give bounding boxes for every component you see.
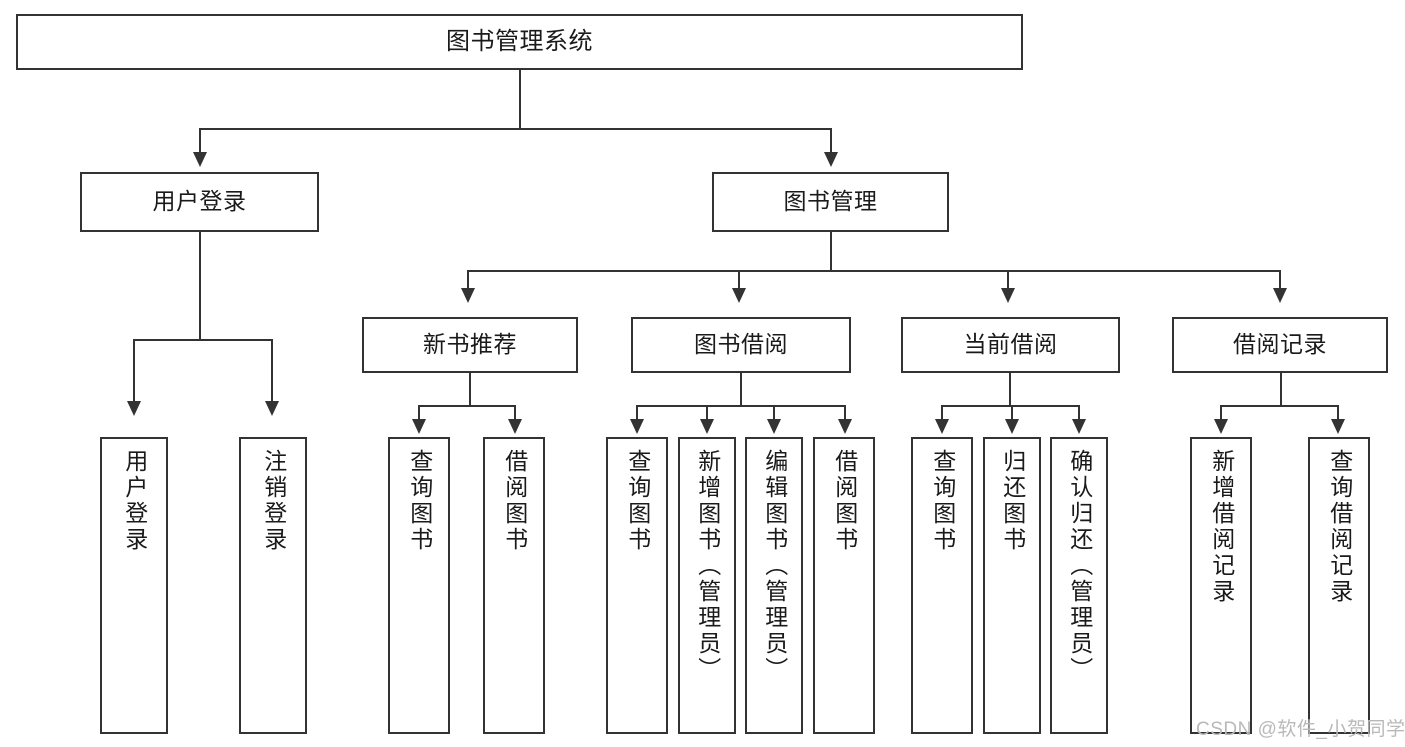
connector-book-manage-bus (467, 270, 1281, 272)
arrow-to-new-book-recommend (461, 288, 475, 303)
node-book-borrow-label: 图书借阅 (694, 331, 788, 358)
connector-book-borrow-stem (740, 373, 742, 407)
arrow-to-book-borrow (732, 288, 746, 303)
leaf-user-login[interactable]: 用户登录 (100, 437, 168, 734)
leaf-query-book-2[interactable]: 查询图书 (606, 437, 668, 734)
arrow-to-leaf-query-book-1 (412, 419, 426, 434)
leaf-query-book-1[interactable]: 查询图书 (388, 437, 450, 734)
connector-borrow-record-stem (1280, 373, 1282, 407)
connector-borrow-record-to-leaf-1 (1220, 405, 1222, 421)
node-borrow-record-label: 借阅记录 (1233, 331, 1327, 358)
connector-root-stem (519, 70, 521, 129)
node-borrow-record[interactable]: 借阅记录 (1172, 317, 1388, 373)
leaf-add-book[interactable]: 新增图书（管理员） (678, 437, 736, 734)
node-user-login-label: 用户登录 (152, 188, 247, 215)
node-root[interactable]: 图书管理系统 (16, 14, 1023, 70)
leaf-borrow-book-2-label: 借阅图书 (831, 449, 858, 553)
connector-book-manage-to-current-borrow (1007, 270, 1009, 290)
connector-current-borrow-to-leaf-2 (1011, 405, 1013, 421)
connector-new-book-bus (418, 405, 516, 407)
arrow-to-book-manage (824, 152, 838, 167)
node-root-label: 图书管理系统 (446, 27, 593, 55)
leaf-logout-login[interactable]: 注销登录 (239, 437, 307, 734)
arrow-to-leaf-borrow-book-1 (508, 419, 522, 434)
leaf-borrow-book-2[interactable]: 借阅图书 (813, 437, 875, 734)
csdn-watermark: CSDN @软件_小贺同学 (1196, 719, 1405, 740)
leaf-edit-book[interactable]: 编辑图书（管理员） (745, 437, 803, 734)
connector-root-to-user-login (199, 128, 201, 154)
leaf-query-record-label: 查询借阅记录 (1326, 449, 1353, 605)
leaf-query-book-3-label: 查询图书 (929, 449, 956, 553)
leaf-query-record[interactable]: 查询借阅记录 (1308, 437, 1370, 734)
connector-new-book-to-leaf-1 (418, 405, 420, 421)
leaf-add-record-label: 新增借阅记录 (1208, 449, 1235, 605)
arrow-to-leaf-query-book-2 (630, 419, 644, 434)
leaf-query-book-2-label: 查询图书 (624, 449, 651, 553)
node-current-borrow-label: 当前借阅 (963, 331, 1058, 358)
arrow-to-leaf-user-login (127, 401, 141, 416)
connector-user-login-bus (133, 339, 272, 341)
connector-root-bus (199, 128, 831, 130)
arrow-to-leaf-query-record (1331, 419, 1345, 434)
arrow-to-leaf-add-record (1214, 419, 1228, 434)
connector-current-borrow-to-leaf-1 (941, 405, 943, 421)
node-book-manage-label: 图书管理 (783, 188, 878, 215)
leaf-return-book-label: 归还图书 (999, 449, 1026, 553)
leaf-borrow-book-1-label: 借阅图书 (501, 449, 528, 553)
connector-current-borrow-bus (941, 405, 1080, 407)
connector-new-book-stem (469, 373, 471, 407)
connector-book-borrow-to-leaf-3 (773, 405, 775, 421)
leaf-query-book-3[interactable]: 查询图书 (911, 437, 973, 734)
node-current-borrow[interactable]: 当前借阅 (901, 317, 1120, 373)
arrow-to-leaf-borrow-book-2 (838, 419, 852, 434)
connector-book-borrow-to-leaf-1 (636, 405, 638, 421)
node-new-book-recommend[interactable]: 新书推荐 (362, 317, 578, 373)
leaf-confirm-return-label: 确认归还（管理员） (1066, 449, 1093, 683)
leaf-return-book[interactable]: 归还图书 (983, 437, 1041, 734)
leaf-query-book-1-label: 查询图书 (406, 449, 433, 553)
arrow-to-leaf-logout-login (265, 401, 279, 416)
connector-borrow-record-bus (1220, 405, 1339, 407)
connector-borrow-record-to-leaf-2 (1337, 405, 1339, 421)
connector-book-manage-to-borrow-record (1279, 270, 1281, 290)
connector-book-manage-stem (830, 232, 832, 272)
connector-book-manage-to-book-borrow (738, 270, 740, 290)
leaf-add-record[interactable]: 新增借阅记录 (1190, 437, 1252, 734)
arrow-to-leaf-edit-book (767, 419, 781, 434)
node-book-manage[interactable]: 图书管理 (712, 172, 949, 232)
connector-user-login-to-leaf-2 (271, 339, 273, 403)
node-book-borrow[interactable]: 图书借阅 (631, 317, 851, 373)
leaf-confirm-return[interactable]: 确认归还（管理员） (1050, 437, 1108, 734)
leaf-user-login-label: 用户登录 (121, 449, 148, 553)
arrow-to-leaf-add-book (700, 419, 714, 434)
node-user-login[interactable]: 用户登录 (80, 172, 319, 232)
connector-current-borrow-to-leaf-3 (1078, 405, 1080, 421)
arrow-to-borrow-record (1273, 288, 1287, 303)
connector-user-login-stem (199, 232, 201, 340)
leaf-add-book-label: 新增图书（管理员） (694, 449, 721, 683)
connector-book-borrow-bus (636, 405, 846, 407)
connector-user-login-to-leaf-1 (133, 339, 135, 403)
connector-book-borrow-to-leaf-2 (706, 405, 708, 421)
connector-book-borrow-to-leaf-4 (844, 405, 846, 421)
arrow-to-leaf-confirm-return (1072, 419, 1086, 434)
leaf-logout-login-label: 注销登录 (260, 449, 287, 553)
node-new-book-recommend-label: 新书推荐 (423, 331, 517, 358)
leaf-edit-book-label: 编辑图书（管理员） (761, 449, 788, 683)
arrow-to-leaf-query-book-3 (935, 419, 949, 434)
connector-root-to-book-manage (830, 128, 832, 154)
arrow-to-current-borrow (1001, 288, 1015, 303)
connector-current-borrow-stem (1009, 373, 1011, 407)
arrow-to-leaf-return-book (1005, 419, 1019, 434)
arrow-to-user-login (193, 152, 207, 167)
connector-new-book-to-leaf-2 (514, 405, 516, 421)
connector-book-manage-to-new-book (467, 270, 469, 290)
leaf-borrow-book-1[interactable]: 借阅图书 (483, 437, 545, 734)
